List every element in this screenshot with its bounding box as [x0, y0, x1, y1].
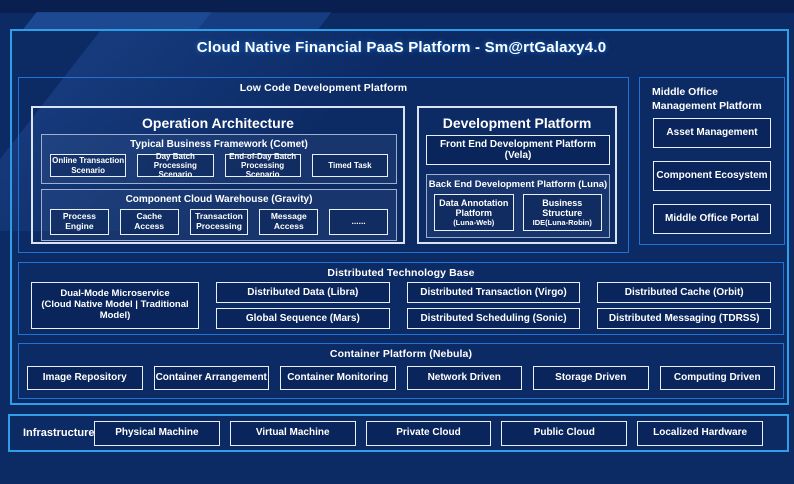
node-main-label: Data Annotation Platform: [439, 197, 509, 219]
distributed-column: Distributed Cache (Orbit) Distributed Me…: [597, 282, 772, 329]
node-online-transaction-scenario: Online Transaction Scenario: [50, 154, 127, 177]
section-low-code-platform: Low Code Development Platform Operation …: [18, 77, 629, 253]
node-process-engine: Process Engine: [50, 209, 109, 235]
node-distributed-data: Distributed Data (Libra): [216, 282, 390, 303]
node-main-label: Business Structure: [542, 197, 583, 219]
section-distributed-base: Distributed Technology Base Dual-Mode Mi…: [18, 262, 784, 335]
typical-business-row: Online Transaction Scenario Day Batch Pr…: [42, 152, 396, 179]
group-back-end-development-platform: Back End Development Platform (Luna) Dat…: [426, 174, 610, 238]
infrastructure-label: Infrastructure: [23, 427, 95, 439]
node-virtual-machine: Virtual Machine: [229, 420, 356, 446]
node-distributed-scheduling: Distributed Scheduling (Sonic): [406, 308, 581, 329]
node-storage-driven: Storage Driven: [533, 366, 649, 390]
container-platform-row: Image Repository Container Arrangement C…: [19, 366, 783, 390]
node-ellipsis: ......: [329, 209, 388, 235]
node-public-cloud: Public Cloud: [501, 420, 628, 446]
section-infrastructure: Infrastructure Physical Machine Virtual …: [8, 414, 789, 452]
platform-panel: Cloud Native Financial PaaS Platform - S…: [0, 29, 789, 405]
node-transaction-processing: Transaction Processing: [189, 209, 249, 235]
back-end-development-platform-title: Back End Development Platform (Luna): [428, 179, 608, 190]
page-title: Cloud Native Financial PaaS Platform - S…: [196, 39, 607, 56]
development-platform-title: Development Platform: [442, 115, 592, 131]
back-end-row: Data Annotation Platform (Luna-Web) Busi…: [427, 194, 609, 231]
node-distributed-cache: Distributed Cache (Orbit): [597, 282, 772, 303]
component-cloud-warehouse-title: Component Cloud Warehouse (Gravity): [125, 194, 313, 205]
node-image-repository: Image Repository: [27, 366, 143, 390]
node-data-annotation-platform: Data Annotation Platform (Luna-Web): [434, 194, 514, 231]
middle-office-title: Middle Office Management Platform: [652, 86, 762, 112]
node-day-batch-processing-scenario: Day Batch Processing Scenario: [137, 152, 214, 179]
node-distributed-messaging: Distributed Messaging (TDRSS): [597, 308, 772, 329]
group-component-cloud-warehouse: Component Cloud Warehouse (Gravity) Proc…: [41, 189, 397, 241]
background-accent-stripe: [23, 12, 212, 29]
node-end-of-day-batch-processing-scenario: End-of-Day Batch Processing Scenario: [224, 152, 301, 179]
operation-architecture-title: Operation Architecture: [142, 115, 294, 131]
component-cloud-row: Process Engine Cache Access Transaction …: [42, 209, 396, 235]
section-container-platform: Container Platform (Nebula) Image Reposi…: [18, 343, 784, 399]
node-distributed-transaction: Distributed Transaction (Virgo): [406, 282, 581, 303]
node-physical-machine: Physical Machine: [94, 420, 220, 446]
operation-architecture-box: Operation Architecture Typical Business …: [31, 106, 405, 244]
low-code-platform-label: Low Code Development Platform: [239, 82, 408, 94]
node-sub-label: IDE(Luna-Robin): [532, 217, 592, 227]
node-component-ecosystem: Component Ecosystem: [653, 161, 771, 191]
node-private-cloud: Private Cloud: [365, 420, 492, 446]
node-global-sequence: Global Sequence (Mars): [216, 308, 390, 329]
node-business-structure-ide: Business Structure IDE(Luna-Robin): [522, 194, 602, 231]
background-accent-stripe: [198, 12, 332, 29]
node-container-monitoring: Container Monitoring: [280, 366, 396, 390]
node-dual-mode-microservice: Dual-Mode Microservice (Cloud Native Mod…: [31, 282, 199, 329]
container-platform-title: Container Platform (Nebula): [329, 348, 473, 360]
node-middle-office-portal: Middle Office Portal: [653, 204, 771, 234]
node-computing-driven: Computing Driven: [659, 366, 775, 390]
infrastructure-row: Physical Machine Virtual Machine Private…: [94, 420, 763, 446]
group-typical-business-framework: Typical Business Framework (Comet) Onlin…: [41, 134, 397, 184]
node-sub-label: (Luna-Web): [453, 217, 495, 227]
node-localized-hardware: Localized Hardware: [637, 420, 763, 446]
distributed-content: Dual-Mode Microservice (Cloud Native Mod…: [19, 282, 783, 329]
node-message-access: Message Access: [259, 209, 319, 235]
node-front-end-development-platform: Front End Development Platform (Vela): [426, 135, 610, 165]
distributed-column: Distributed Transaction (Virgo) Distribu…: [406, 282, 581, 329]
top-dark-band: [0, 0, 794, 13]
section-middle-office: Middle Office Management Platform Asset …: [639, 77, 785, 245]
node-cache-access: Cache Access: [119, 209, 179, 235]
node-network-driven: Network Driven: [406, 366, 522, 390]
development-platform-box: Development Platform Front End Developme…: [417, 106, 617, 244]
node-container-arrangement: Container Arrangement: [153, 366, 269, 390]
typical-business-framework-title: Typical Business Framework (Comet): [130, 139, 308, 150]
node-asset-management: Asset Management: [653, 118, 771, 148]
distributed-column: Distributed Data (Libra) Global Sequence…: [216, 282, 390, 329]
distributed-base-title: Distributed Technology Base: [327, 267, 475, 279]
node-timed-task: Timed Task: [311, 154, 388, 177]
